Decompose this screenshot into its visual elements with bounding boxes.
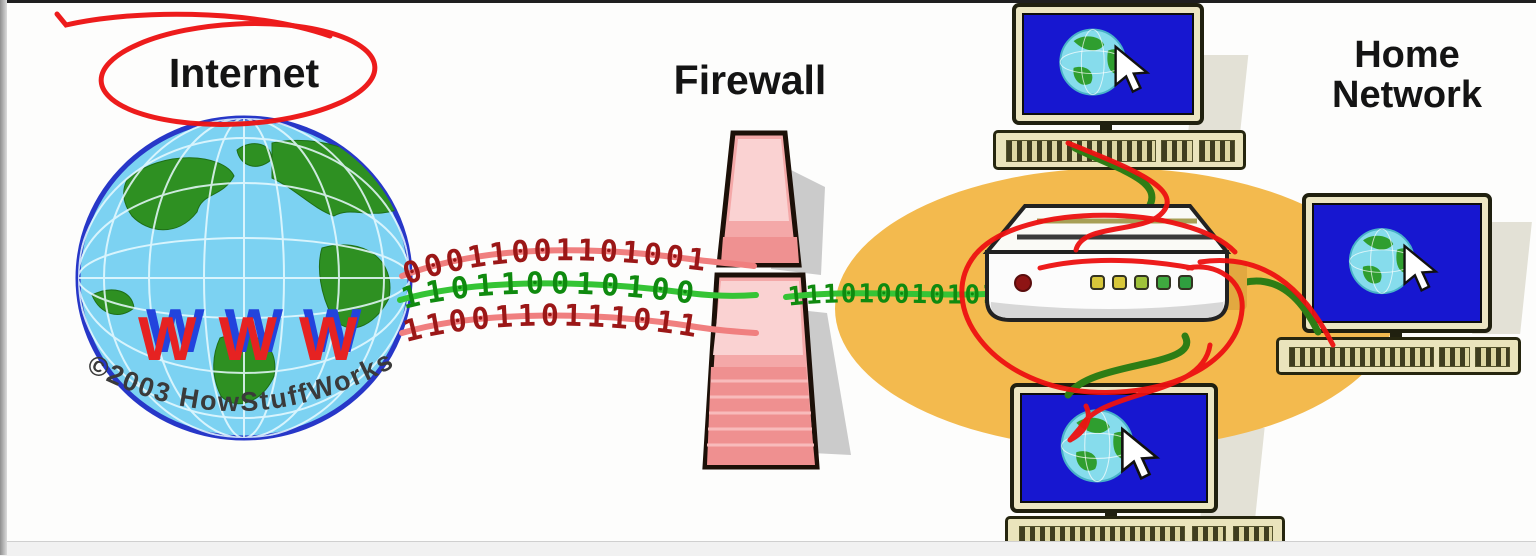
internet-label: Internet [168,50,320,96]
home-network-label-line2: Network [1332,73,1482,116]
keyboard [1276,337,1521,375]
monitor [1302,193,1492,333]
frame-left-edge [0,0,7,555]
router [965,190,1255,340]
firewall-bricks [707,379,814,447]
cable-bottom-computer [1064,332,1191,399]
router-base-shade [990,300,1224,318]
router-scribble-cross [1037,257,1195,271]
browser-globe-icon [1348,228,1439,295]
router-power-led [1014,274,1032,292]
www-red-annotation: WWW [138,305,380,374]
home-network-label: Home Network [1298,34,1516,116]
router-scribble-loop [959,212,1245,395]
internet-circle-tail [54,11,333,39]
home-network-label-line1: Home [1354,34,1460,76]
monitor-stand [1390,331,1402,340]
monitor-stand [1100,123,1112,133]
internet-globe: WWW WWW ©2003 HowStuffWorks [72,110,418,455]
firewall-label: Firewall [673,57,827,103]
cursor-icon [1403,243,1439,292]
www-blue-text: WWW [146,297,382,366]
monitor [1012,3,1204,125]
monitor-stand [1105,511,1117,518]
internet-circle-annotation [98,21,378,127]
frame-bottom-edge [0,541,1536,556]
globe-icon: WWW WWW ©2003 HowStuffWorks [75,115,413,441]
monitor-screen [1022,13,1194,115]
router-scribble-top [1065,140,1170,253]
router-icon [982,204,1247,322]
firewall-graphic [675,125,870,475]
router-scribble-hook [1067,403,1091,443]
monitor-screen [1312,203,1482,323]
frame-top-edge [0,0,1536,3]
firewall-icon [702,130,851,470]
cursor-icon [1114,44,1151,94]
router-status-leds [1090,275,1193,290]
cursor-icon [1121,426,1161,481]
browser-globe-icon [1059,28,1151,96]
globe-grid [78,118,410,438]
router-scribble-right [1197,258,1336,348]
